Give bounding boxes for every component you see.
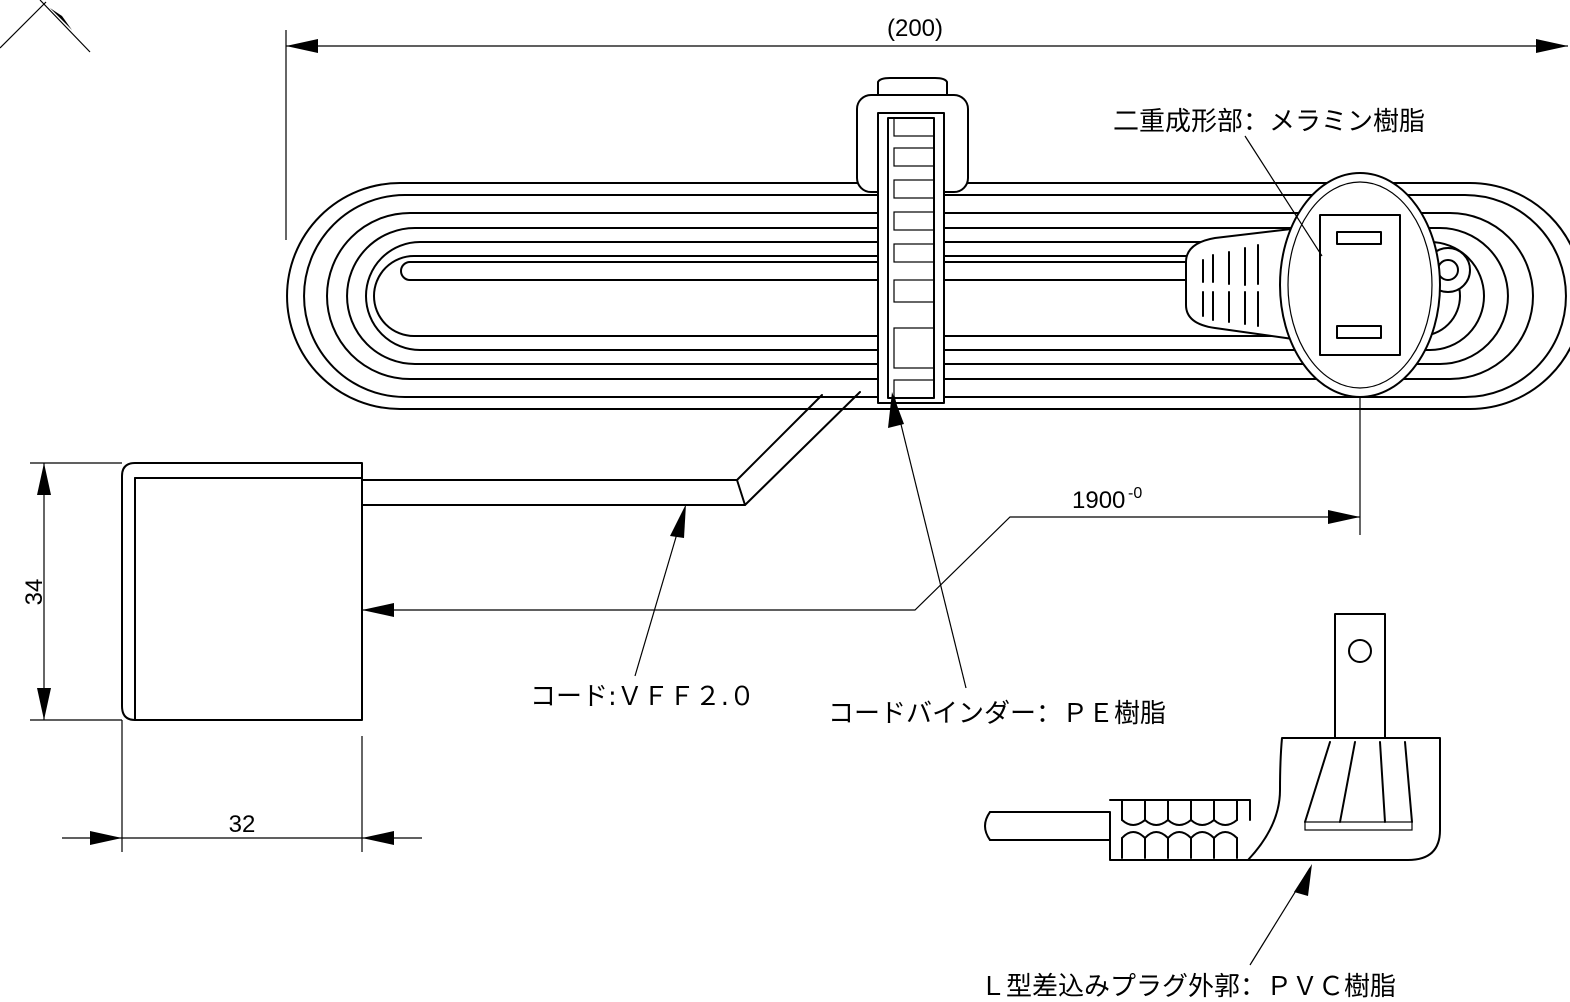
callout-cord: コード:ＶＦＦ２.０ [530, 504, 755, 712]
arrow-left-icon [286, 39, 318, 53]
arrow-right-icon [1536, 39, 1568, 53]
overall-length-label: (200) [887, 15, 943, 42]
cord-length-label: 1900 [1072, 487, 1125, 514]
cord-binder [856, 77, 969, 404]
arrow-up-icon [1294, 864, 1312, 896]
cord-label: コード:ＶＦＦ２.０ [530, 682, 755, 712]
overall-length-dimension: (200) [285, 15, 1568, 240]
arrow-right-icon [90, 831, 122, 845]
arrow-left-icon [362, 831, 394, 845]
plug-top-view [1185, 172, 1471, 535]
arrow-up-icon [37, 463, 51, 495]
corner-section-mark [0, 0, 91, 53]
cord-binder-label: コードバインダー：ＰＥ樹脂 [828, 699, 1166, 729]
cord-length-dimension: 1900 -0 [362, 485, 1360, 617]
l-plug-label: Ｌ型差込みプラグ外郭：ＰＶＣ樹脂 [980, 972, 1396, 1002]
width-dimension: 32 [62, 720, 422, 852]
height-label: 34 [21, 579, 48, 606]
arrow-right-icon [1328, 510, 1360, 524]
arrow-up-icon [670, 504, 686, 538]
height-dimension: 34 [21, 462, 122, 721]
double-molded-label: 二重成形部：メラミン樹脂 [1113, 107, 1425, 137]
arrow-down-icon [37, 688, 51, 720]
cord-length-tolerance: -0 [1128, 485, 1142, 502]
arrow-up-icon [888, 392, 904, 428]
arrow-left-icon [362, 603, 394, 617]
l-plug-detail [984, 613, 1441, 861]
width-label: 32 [229, 811, 256, 838]
callout-l-plug: Ｌ型差込みプラグ外郭：ＰＶＣ樹脂 [980, 864, 1396, 1002]
adapter-body [121, 462, 363, 721]
callout-cord-binder: コードバインダー：ＰＥ樹脂 [828, 392, 1166, 729]
callout-double-molded: 二重成形部：メラミン樹脂 [1113, 107, 1425, 257]
cord-lead [361, 391, 861, 506]
